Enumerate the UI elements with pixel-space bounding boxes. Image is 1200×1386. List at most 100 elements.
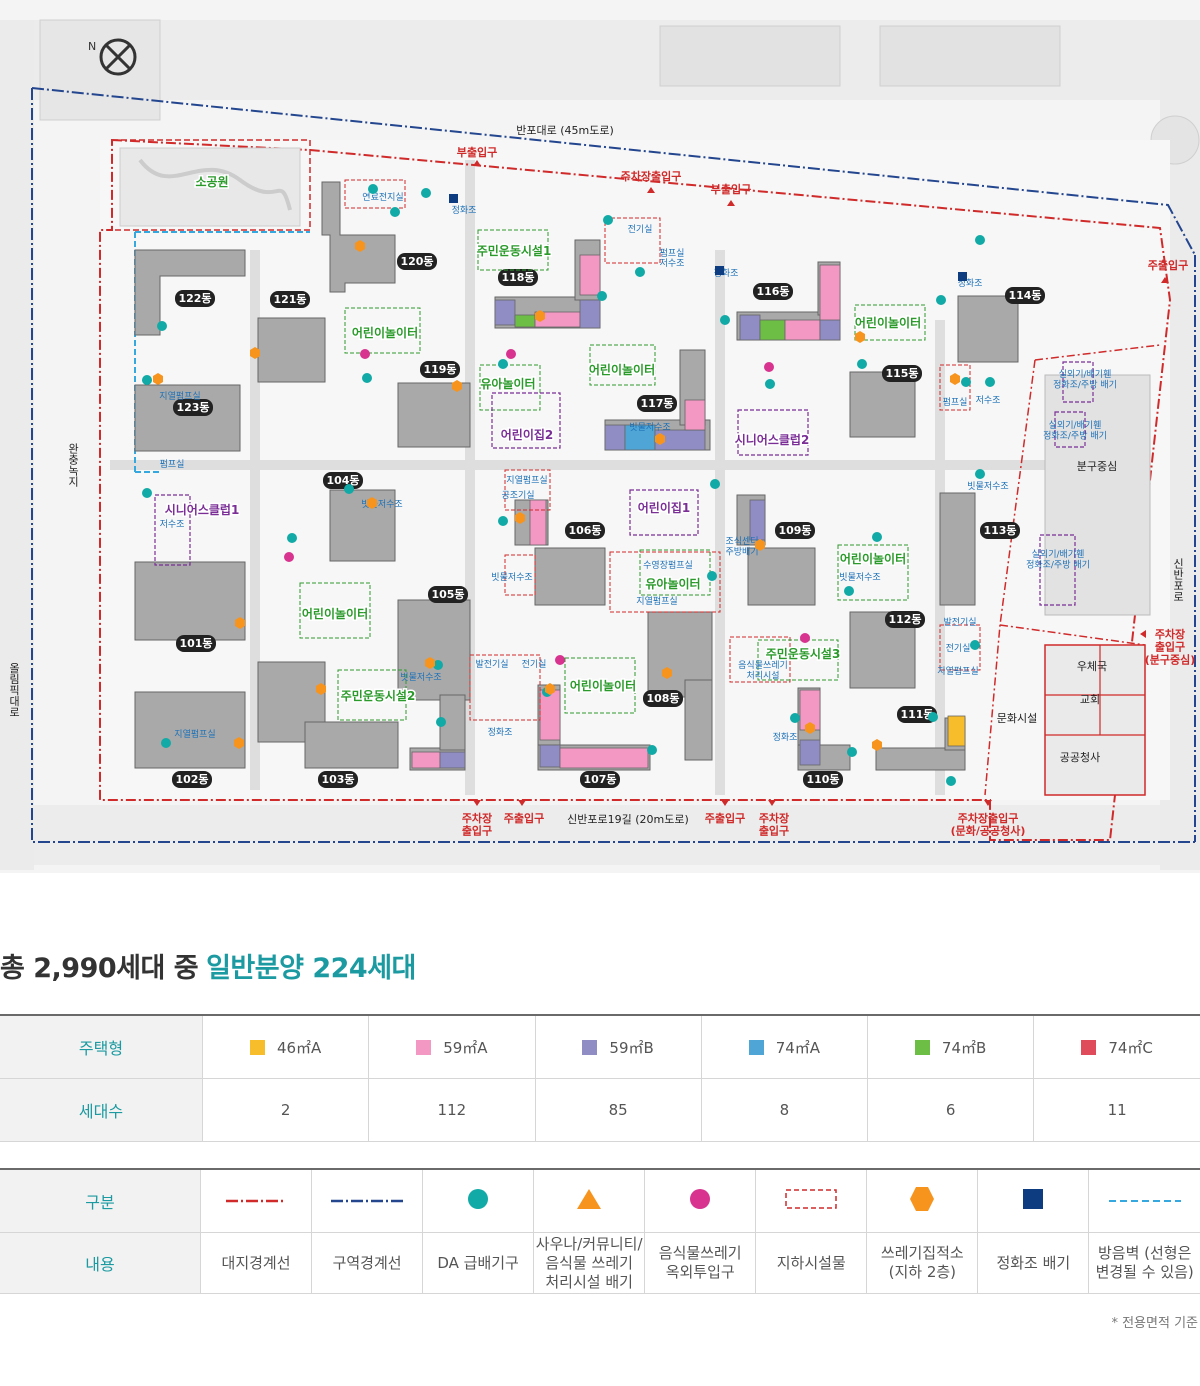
site-boundary-line (99, 138, 1172, 841)
senior-club-2-label: 시니어스클럽2 (735, 432, 810, 447)
compass-north-label: N (88, 40, 96, 53)
playground-label-5: 어린이놀이터 (840, 551, 906, 566)
unit-type-74b: 74㎡B (866, 1015, 1034, 1079)
daycare-2-label: 어린이집2 (501, 427, 554, 442)
legend-label-zone-boundary: 구역경계선 (311, 1232, 423, 1294)
septic-label-5: 정화조 (773, 732, 798, 743)
legend-description-row: 내용 대지경계선 구역경계선 DA 급배기구 사우나/커뮤니티/ 음식물 쓰레기… (0, 1232, 1200, 1294)
air-handler-label: 공조기실 (501, 490, 534, 501)
unit-swatch (416, 1039, 432, 1055)
district-pump-label-4: 지열펌프실 (937, 665, 978, 677)
legend-symbol-da-exhaust (422, 1169, 534, 1233)
building-119-label: 119동 (423, 363, 456, 376)
district-pump-label-2: 지열펌프실 (506, 474, 547, 486)
unit-type-table: 주택형 46㎡A 59㎡A 59㎡B 74㎡A 74㎡B 74㎡C 세대수 2 … (0, 1014, 1200, 1142)
buffer-green-label: 완충녹지 (67, 443, 80, 487)
legend-symbol-underground (755, 1169, 867, 1233)
electric-room-label-2: 전기실 (946, 643, 971, 654)
pool-pump-label: 수영장펌프실 (643, 559, 693, 571)
generator-room-label-1: 발전기실 (943, 617, 976, 628)
generator-room-label-2: 발전기실 (475, 659, 508, 670)
legend-content-header: 내용 (0, 1232, 201, 1294)
building-113-label: 113동 (983, 524, 1016, 537)
legend-symbol-septic (977, 1169, 1089, 1233)
road-label-top: 반포대로 (45m도로) (516, 124, 614, 137)
legend-symbol-site-boundary (199, 1169, 312, 1233)
playground-label-6: 어린이놀이터 (570, 678, 636, 693)
building-101-label: 101동 (179, 637, 212, 650)
community-facility-3-label: 주민운동시설3 (766, 646, 841, 661)
unit-type-row: 주택형 46㎡A 59㎡A 59㎡B 74㎡A 74㎡B 74㎡C (0, 1015, 1200, 1079)
septic-label-1: 정화조 (452, 205, 477, 216)
legend-label-da-exhaust: DA 급배기구 (422, 1232, 534, 1294)
site-plan-map: N (0, 0, 1200, 873)
public-office-label: 공공청사 (1060, 751, 1100, 764)
building-105-label: 105동 (431, 588, 464, 601)
electric-room-label-1: 전기실 (628, 224, 653, 235)
unit-count-header: 세대수 (0, 1078, 203, 1142)
unit-type-59a: 59㎡A (368, 1015, 535, 1079)
rain-tank-label-5: 빗물저수조 (400, 672, 441, 683)
building-104-label: 104동 (326, 474, 359, 487)
septic-exhaust-icon (1023, 1189, 1044, 1209)
legend-label-sauna-exhaust: 사우나/커뮤니티/ 음식물 쓰레기 처리시설 배기 (533, 1232, 645, 1294)
building-115-label: 115동 (885, 367, 918, 380)
unit-type-74a: 74㎡A (700, 1015, 868, 1079)
building-110-label: 110동 (806, 773, 839, 786)
pump-water-label: 펌프실 (660, 247, 685, 259)
building-102-label: 102동 (175, 773, 208, 786)
unit-type-46a: 46㎡A (201, 1015, 369, 1079)
community-facility-2-label: 주민운동시설2 (341, 688, 416, 703)
compass-icon: N (88, 38, 137, 76)
park-label: 소공원 (195, 175, 228, 189)
playground-label-4: 어린이놀이터 (302, 606, 368, 621)
water-tank-label-2: 저수조 (976, 395, 1001, 406)
building-107-label: 107동 (583, 773, 616, 786)
unit-count-59b: 85 (534, 1078, 702, 1142)
unit-swatch (249, 1039, 265, 1055)
unit-swatch (1081, 1039, 1097, 1055)
zone-boundary-line (31, 87, 1196, 256)
bottom-main-entrance-2-label: 주출입구 (705, 811, 745, 825)
building-106-label: 106동 (568, 524, 601, 537)
electric-room-label-3: 전기실 (522, 659, 547, 670)
toddler-playground-label-2: 유아놀이터 (645, 576, 700, 591)
district-pump-label-3: 지열펌프실 (636, 595, 677, 607)
building-114-label: 114동 (1008, 289, 1041, 302)
building-121-label: 121동 (273, 293, 306, 306)
unit-swatch (914, 1039, 930, 1055)
top-sub-entrance-label: 부출입구 (457, 145, 497, 159)
building-109-label: 109동 (778, 524, 811, 537)
site-boundary-icon (226, 1199, 287, 1203)
pump-room-label-2: 펌프실 (160, 458, 185, 470)
summary-general-sale: 일반분양 224세대 (206, 953, 416, 984)
waste-collection-icon (910, 1187, 935, 1211)
building-123-label: 123동 (176, 401, 209, 414)
bottom-parking-entrance-3-label: 주차장출입구(문화/공공청사) (951, 811, 1026, 838)
road-label-bottom: 신반포로19길 (20m도로) (567, 813, 689, 826)
legend-label-site-boundary: 대지경계선 (199, 1232, 312, 1294)
unit-swatch (582, 1039, 598, 1055)
district-pump-label-1: 지열펌프실 (159, 390, 200, 402)
unit-type-74c: 74㎡C (1033, 1015, 1200, 1079)
underground-facility-icon (785, 1189, 837, 1209)
rain-pump-label: 빗물저수조 (491, 572, 532, 583)
top-sub-entrance-2-label: 부출입구 (711, 182, 751, 196)
culture-facility-label: 문화시설 (997, 712, 1037, 725)
toddler-playground-label-1: 유아놀이터 (480, 376, 535, 391)
summary-total: 총 2,990세대 중 (0, 953, 199, 984)
building-112-label: 112동 (888, 613, 921, 626)
legend-symbol-zone-boundary (311, 1169, 423, 1233)
legend-symbol-food-waste (644, 1169, 756, 1233)
zone-boundary-icon (331, 1199, 404, 1203)
building-108-label: 108동 (646, 692, 679, 705)
bottom-main-entrance-1-label: 주출입구 (504, 811, 544, 825)
legend-label-underground: 지하시설물 (755, 1232, 867, 1294)
post-office-label: 우체국 (1077, 660, 1107, 673)
rain-tank-label-1: 빗물저수조 (361, 499, 402, 510)
